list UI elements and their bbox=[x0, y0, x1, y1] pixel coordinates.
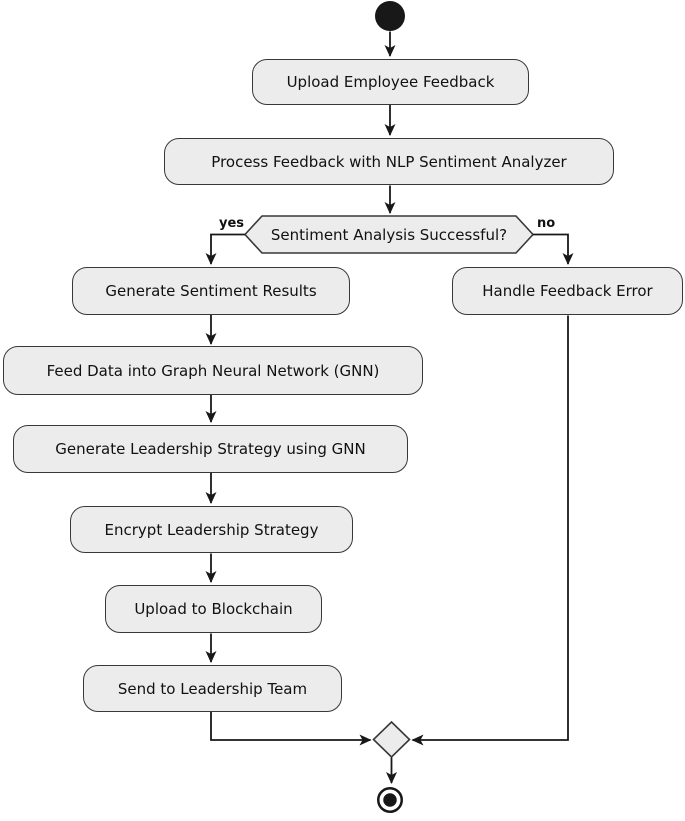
edge-label-yes: yes bbox=[219, 216, 245, 231]
activity-generate-leadership-strategy: Generate Leadership Strategy using GNN bbox=[13, 425, 408, 473]
activity-upload-to-blockchain: Upload to Blockchain bbox=[105, 585, 322, 633]
activity-send-to-leadership-team: Send to Leadership Team bbox=[83, 665, 342, 712]
edge-error-to-merge bbox=[411, 315, 569, 746]
edge-decision-no bbox=[533, 233, 574, 265]
edge-decision-yes bbox=[205, 233, 245, 265]
activity-upload-employee-feedback: Upload Employee Feedback bbox=[252, 59, 529, 105]
activity-process-feedback-nlp: Process Feedback with NLP Sentiment Anal… bbox=[164, 138, 614, 185]
end-node-dot bbox=[383, 793, 397, 807]
activity-handle-feedback-error: Handle Feedback Error bbox=[452, 267, 683, 315]
activity-feed-data-gnn: Feed Data into Graph Neural Network (GNN… bbox=[3, 346, 423, 395]
activity-generate-sentiment-results: Generate Sentiment Results bbox=[72, 267, 350, 315]
decision-hexagon bbox=[243, 215, 535, 254]
merge-diamond bbox=[372, 720, 411, 759]
activity-encrypt-leadership-strategy: Encrypt Leadership Strategy bbox=[70, 506, 353, 553]
edge-label-no: no bbox=[537, 216, 556, 231]
start-node bbox=[375, 1, 405, 31]
edge-send-to-merge bbox=[210, 712, 372, 746]
